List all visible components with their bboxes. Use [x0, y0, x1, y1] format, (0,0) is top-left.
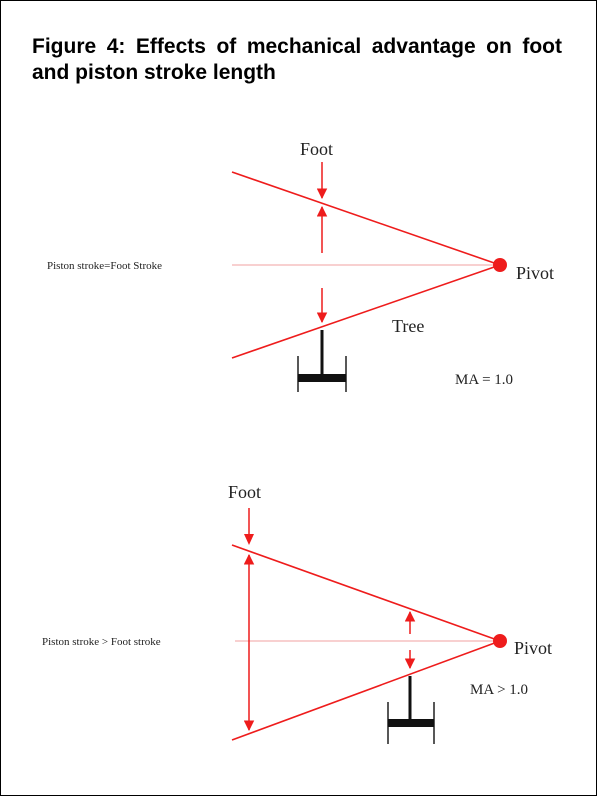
lower-lever-line: [231, 264, 501, 359]
foot-label: Foot: [300, 139, 333, 159]
stroke-label: Piston stroke=Foot Stroke: [47, 260, 162, 272]
tree-label: Tree: [392, 316, 424, 336]
piston-icon: [297, 330, 347, 392]
pivot-label: Pivot: [516, 263, 554, 283]
piston-icon: [387, 676, 435, 744]
lower-lever-line: [231, 640, 501, 741]
pivot-label: Pivot: [514, 638, 552, 658]
upper-lever-line: [231, 171, 501, 266]
diagram-bottom: Foot Piston stroke > Foot stroke Pivot M…: [42, 482, 552, 744]
upper-lever-line: [231, 544, 501, 642]
ma-label: MA = 1.0: [455, 372, 513, 388]
figure-title: Figure 4: Effects of mechanical advantag…: [32, 35, 562, 84]
pivot-point: [493, 258, 507, 272]
foot-label: Foot: [228, 482, 261, 502]
pivot-point: [493, 634, 507, 648]
foot-arrow-head: [244, 534, 254, 545]
ma-label: MA > 1.0: [470, 682, 528, 698]
diagram-top: Foot Piston stroke=Foot Stroke Pivot Tre…: [47, 139, 554, 392]
stroke-label: Piston stroke > Foot stroke: [42, 636, 161, 648]
